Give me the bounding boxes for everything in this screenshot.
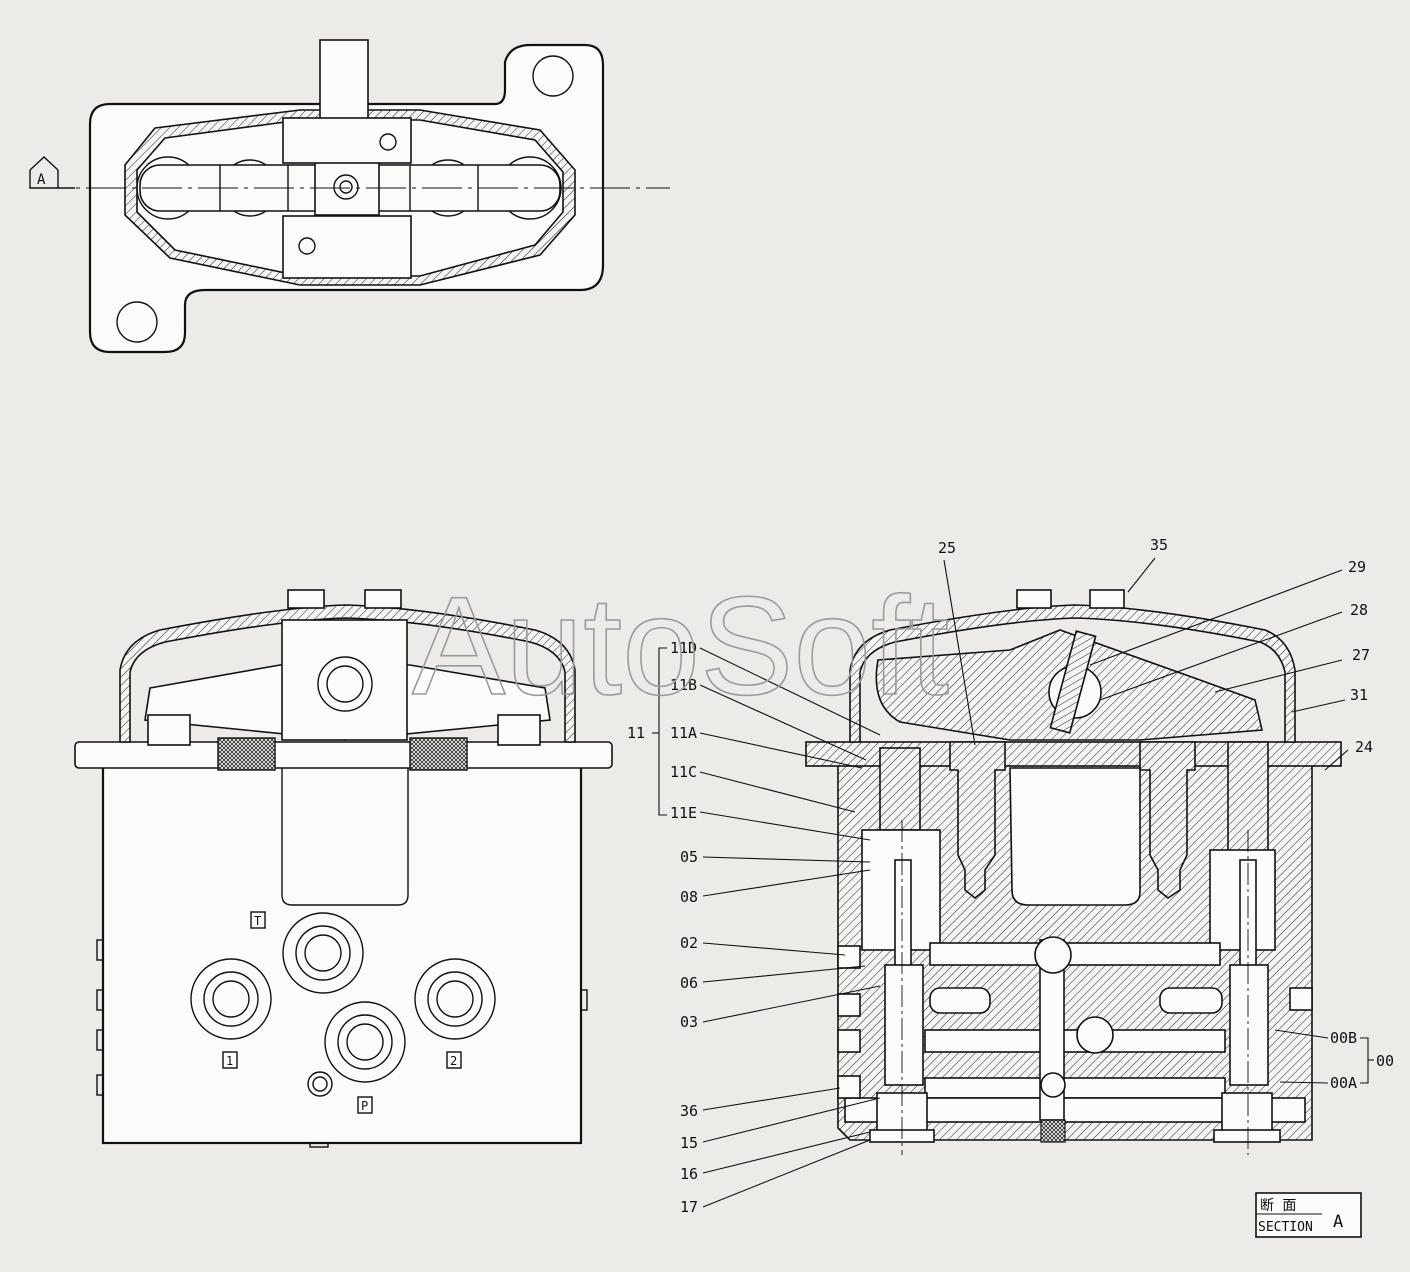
port-labels: T 1 2 P (222, 911, 462, 1114)
callout-17: 17 (680, 1198, 698, 1216)
callout-labels: 25 35 29 28 27 31 24 11D 11B 11A 11C 11E… (627, 536, 1394, 1216)
front-view (74, 589, 613, 1148)
port-label-1: 1 (226, 1054, 233, 1068)
port-label-t: T (254, 914, 261, 928)
callout-11d: 11D (670, 639, 697, 657)
port-label-2: 2 (450, 1054, 457, 1068)
callout-36: 36 (680, 1102, 698, 1120)
callout-11: 11 (627, 724, 645, 742)
leader-lines (652, 557, 1374, 1208)
port-label-p: P (361, 1099, 368, 1113)
callout-00b: 00B (1330, 1029, 1357, 1047)
section-view (805, 589, 1342, 1155)
section-arrow-marker: A (29, 156, 75, 189)
section-title-en: SECTION (1258, 1220, 1313, 1235)
callout-29: 29 (1348, 558, 1366, 576)
callout-11c: 11C (670, 763, 697, 781)
callout-11e: 11E (670, 804, 697, 822)
callout-06: 06 (680, 974, 698, 992)
callout-00: 00 (1376, 1052, 1394, 1070)
callout-00a: 00A (1330, 1074, 1357, 1092)
callout-35: 35 (1150, 536, 1168, 554)
section-title-letter: A (1333, 1212, 1343, 1232)
section-marker-letter: A (37, 172, 46, 188)
callout-02: 02 (680, 934, 698, 952)
watermark: AutoSoft (412, 567, 949, 724)
callout-15: 15 (680, 1134, 698, 1152)
callout-31: 31 (1350, 686, 1368, 704)
callout-08: 08 (680, 888, 698, 906)
callout-25: 25 (938, 539, 956, 557)
callout-03: 03 (680, 1013, 698, 1031)
callout-27: 27 (1352, 646, 1370, 664)
top-view (30, 39, 670, 354)
callout-28: 28 (1350, 601, 1368, 619)
section-title-jp: 断 面 (1260, 1198, 1296, 1214)
callout-11b: 11B (670, 676, 697, 694)
callout-16: 16 (680, 1165, 698, 1183)
callout-05: 05 (680, 848, 698, 866)
callout-24: 24 (1355, 738, 1373, 756)
section-title-box: 断 面 SECTION A (1255, 1192, 1362, 1238)
callout-11a: 11A (670, 724, 697, 742)
